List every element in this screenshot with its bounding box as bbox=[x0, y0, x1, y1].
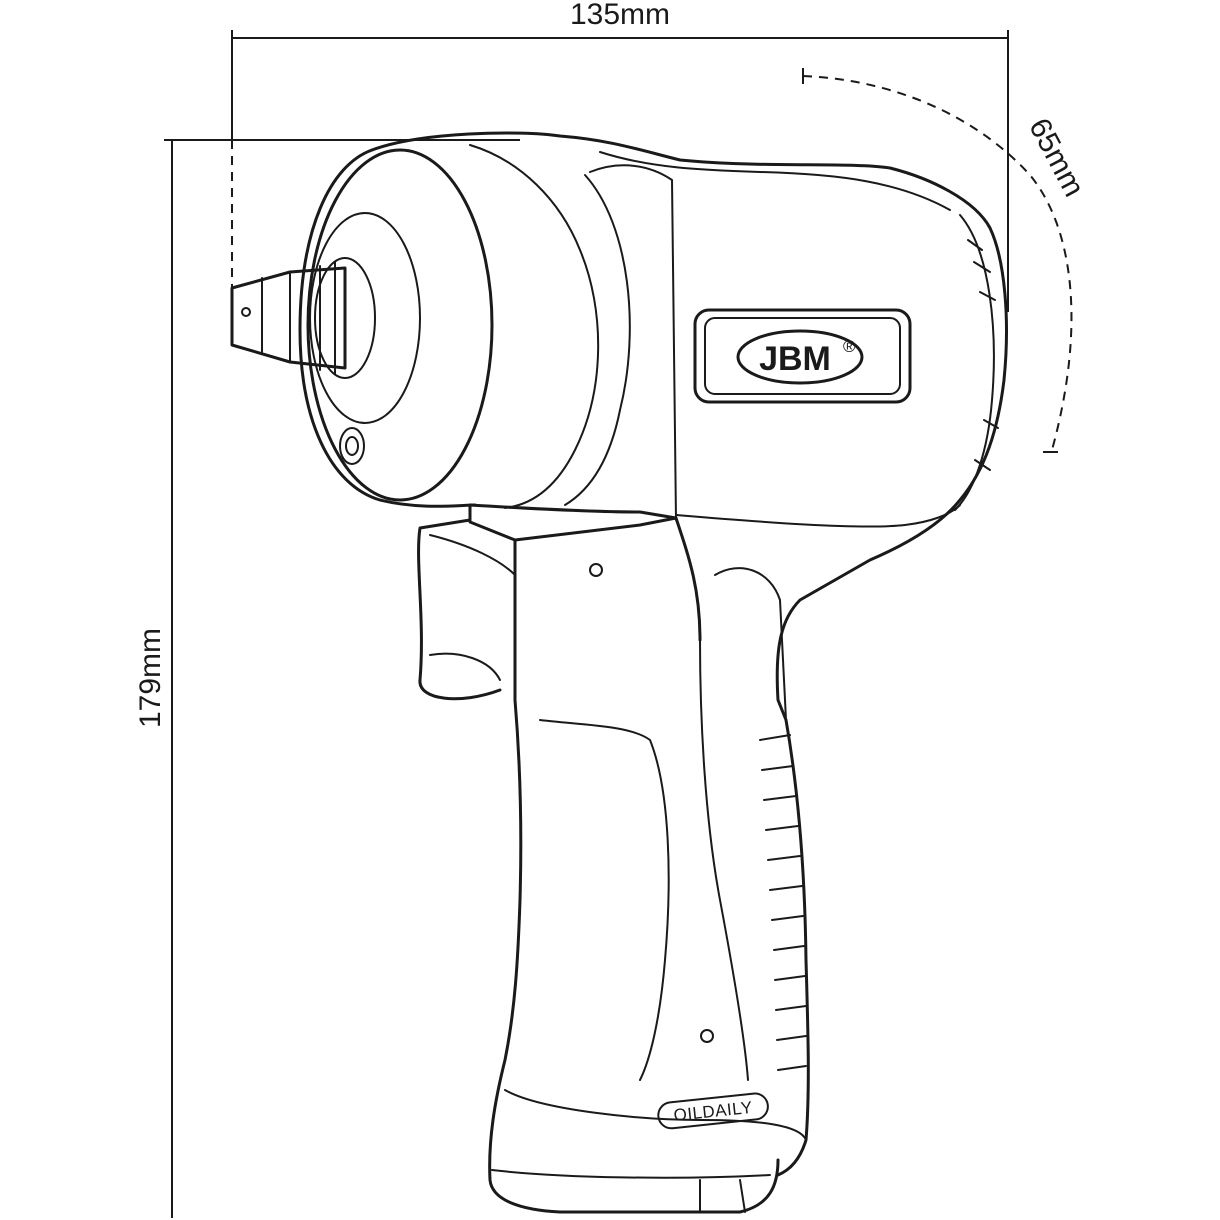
jbm-logo: JBM bbox=[759, 340, 831, 378]
square-drive bbox=[230, 261, 347, 375]
trigger bbox=[417, 503, 603, 702]
height-label: 179mm bbox=[134, 628, 167, 728]
outlet-label: 65mm bbox=[1022, 113, 1090, 202]
width-label: 135mm bbox=[570, 0, 670, 31]
tool-body bbox=[298, 131, 1008, 722]
registered-mark: ® bbox=[843, 337, 856, 356]
grip-tag: OILDAILY bbox=[657, 1092, 769, 1130]
height-dimension: 179mm bbox=[134, 139, 520, 1218]
pistol-grip bbox=[488, 516, 810, 1214]
logo-plate: JBM ® bbox=[693, 308, 912, 404]
width-dimension: 135mm bbox=[231, 0, 1009, 312]
